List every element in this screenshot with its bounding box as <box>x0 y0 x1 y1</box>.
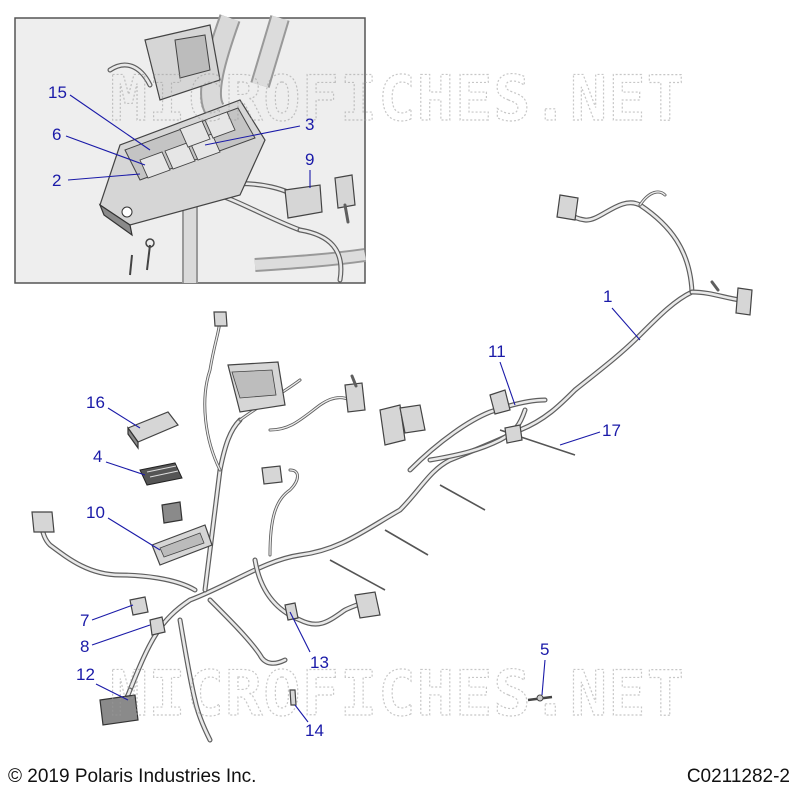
part-14-clip <box>289 689 297 706</box>
callout-4: 4 <box>93 447 102 466</box>
callout-12: 12 <box>76 665 95 684</box>
callout-6: 6 <box>52 125 61 144</box>
callout-5: 5 <box>540 640 549 659</box>
callout-9: 9 <box>305 150 314 169</box>
callout-1: 1 <box>603 287 612 306</box>
callout-16: 16 <box>86 393 105 412</box>
callouts: 15 6 2 3 9 1 11 17 16 4 10 7 8 12 13 14 … <box>48 83 641 740</box>
copyright-text: © 2019 Polaris Industries Inc. <box>8 766 256 787</box>
callout-8: 8 <box>80 637 89 656</box>
part-4-label-sheet <box>139 462 183 486</box>
callout-11: 11 <box>488 342 506 361</box>
callout-7: 7 <box>80 611 89 630</box>
inset-detail-view <box>14 14 366 284</box>
main-harness <box>31 190 753 743</box>
callout-10: 10 <box>86 503 105 522</box>
part-16-cover <box>127 411 179 450</box>
part-5-pin <box>527 694 553 702</box>
watermark-top: MICROFICHES.NET <box>110 62 685 135</box>
watermark-bottom: MICROFICHES.NET <box>110 657 685 730</box>
callout-14: 14 <box>305 721 324 740</box>
callout-13: 13 <box>310 653 329 672</box>
callout-2: 2 <box>52 171 61 190</box>
callout-17: 17 <box>602 421 621 440</box>
drawing-number: C0211282-2 <box>687 766 790 787</box>
callout-15: 15 <box>48 83 67 102</box>
callout-3: 3 <box>305 115 314 134</box>
